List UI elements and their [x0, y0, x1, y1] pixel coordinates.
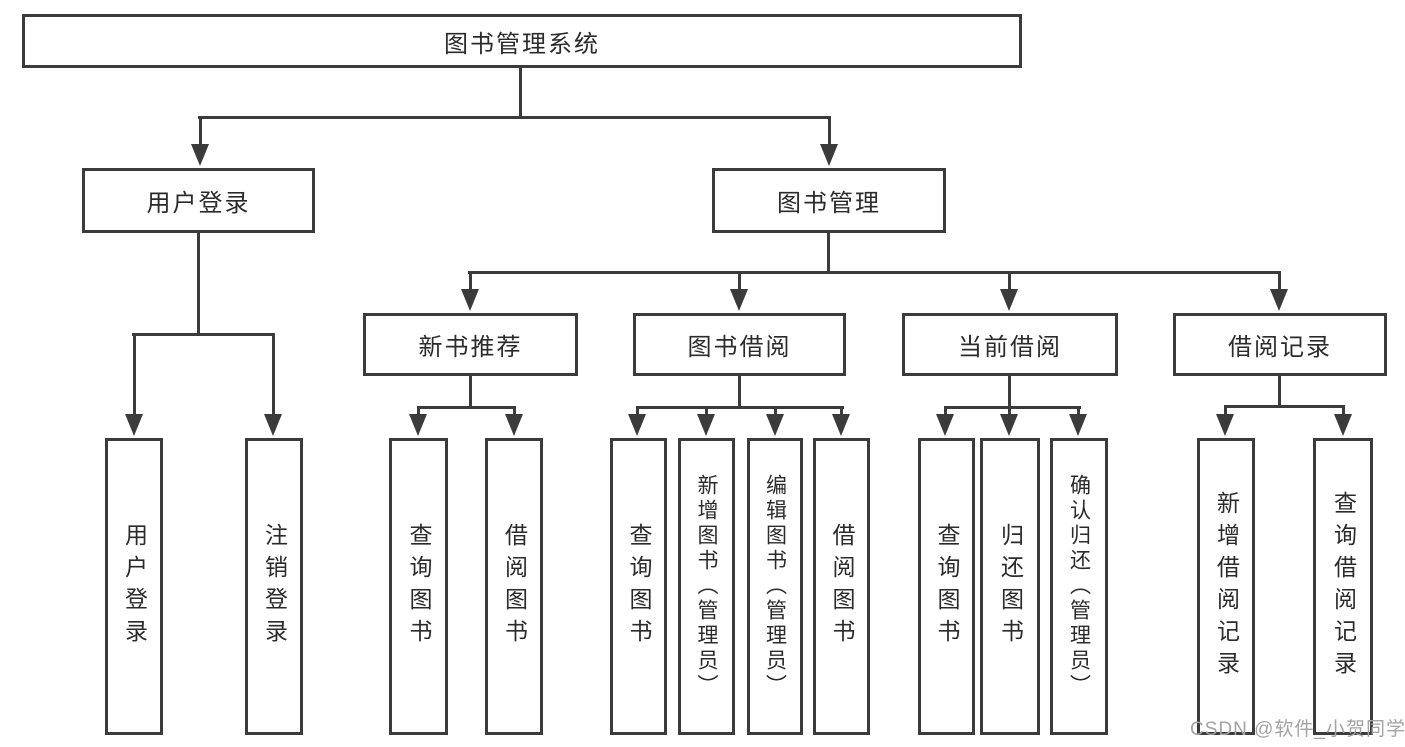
connector-leaf-drop — [636, 406, 639, 418]
leaf-borrow-books: 借阅图书 — [485, 438, 543, 735]
node-label: 注销登录 — [261, 522, 288, 651]
connector-book-mgmt-drop — [828, 116, 831, 144]
leaf-edit-books-admin: 编辑图书（管理员） — [747, 438, 803, 735]
node-new-book-recommend: 新书推荐 — [363, 313, 578, 376]
csdn-watermark: CSDN @软件_小贺同学 — [1190, 719, 1405, 740]
connector-current-borrow-drop — [1008, 271, 1011, 291]
leaf-add-borrow-record: 新增借阅记录 — [1197, 438, 1255, 735]
node-label: 查询图书 — [626, 522, 652, 651]
node-user-login: 用户登录 — [82, 168, 315, 233]
node-label: 查询图书 — [406, 522, 432, 651]
arrow-down-icon — [936, 414, 954, 436]
node-label: 借阅图书 — [829, 522, 855, 651]
node-current-borrow: 当前借阅 — [902, 313, 1118, 376]
connector-book-borrow-drop — [738, 271, 741, 291]
leaf-borrow-books: 借阅图书 — [813, 438, 870, 735]
arrow-down-icon — [1270, 289, 1288, 311]
connector-new-book-rec-bar — [417, 406, 516, 409]
arrow-down-icon — [1216, 414, 1234, 436]
node-label: 新增借阅记录 — [1213, 490, 1240, 683]
arrow-down-icon — [264, 414, 282, 436]
node-book-borrow: 图书借阅 — [633, 313, 846, 376]
connector-leaf-drop — [1224, 405, 1227, 418]
leaf-return-books: 归还图书 — [980, 438, 1040, 735]
node-label: 用户登录 — [121, 522, 148, 651]
node-label: 当前借阅 — [958, 334, 1062, 361]
connector-current-borrow-bar — [944, 406, 1081, 409]
leaf-query-books: 查询图书 — [918, 438, 975, 735]
connector-leaf-user-login-drop — [133, 333, 136, 416]
arrow-down-icon — [766, 414, 784, 436]
arrow-down-icon — [1334, 414, 1352, 436]
arrow-down-icon — [820, 144, 838, 166]
arrow-down-icon — [832, 414, 850, 436]
connector-user-login-bar — [132, 333, 275, 336]
arrow-down-icon — [697, 414, 715, 436]
arrow-down-icon — [1000, 414, 1018, 436]
arrow-down-icon — [730, 289, 748, 311]
node-label: 借阅图书 — [501, 522, 528, 651]
node-label: 编辑图书（管理员） — [763, 474, 787, 699]
connector-borrow-records-stem — [1278, 375, 1281, 408]
node-label: 查询借阅记录 — [1330, 490, 1357, 683]
connector-user-login-drop — [199, 116, 202, 144]
connector-leaf-drop — [1008, 406, 1011, 418]
arrow-down-icon — [409, 414, 427, 436]
arrow-down-icon — [191, 144, 209, 166]
node-label: 新书推荐 — [418, 334, 523, 361]
arrow-down-icon — [1000, 289, 1018, 311]
connector-new-book-rec-drop — [469, 271, 472, 291]
connector-current-borrow-stem — [1008, 375, 1011, 409]
node-label: 用户登录 — [146, 190, 251, 217]
connector-leaf-drop — [774, 406, 777, 418]
node-book-management: 图书管理 — [712, 168, 946, 233]
connector-leaf-drop — [417, 406, 420, 418]
arrow-down-icon — [461, 289, 479, 311]
connector-leaf-logout-drop — [272, 333, 275, 416]
connector-leaf-drop — [840, 406, 843, 418]
leaf-confirm-return-admin: 确认归还（管理员） — [1050, 438, 1108, 735]
connector-borrow-records-bar — [1224, 405, 1345, 408]
leaf-logout: 注销登录 — [245, 438, 303, 735]
connector-user-login-stem — [197, 232, 200, 336]
connector-root-stem — [519, 68, 522, 119]
leaf-query-books: 查询图书 — [389, 438, 448, 735]
connector-borrow-records-drop — [1278, 271, 1281, 291]
leaf-query-books: 查询图书 — [610, 438, 667, 735]
node-label: 新增图书（管理员） — [695, 474, 718, 699]
leaf-add-books-admin: 新增图书（管理员） — [678, 438, 735, 735]
arrow-down-icon — [628, 414, 646, 436]
node-label: 图书管理 — [777, 190, 881, 217]
connector-new-book-rec-stem — [469, 375, 472, 409]
node-borrow-records: 借阅记录 — [1173, 313, 1387, 376]
arrow-down-icon — [505, 414, 523, 436]
connector-root-bar — [198, 116, 831, 119]
connector-book-mgmt-stem — [827, 232, 830, 274]
node-label: 查询图书 — [934, 522, 960, 651]
node-label: 归还图书 — [997, 522, 1024, 651]
connector-leaf-drop — [1342, 405, 1345, 418]
node-root-system: 图书管理系统 — [22, 14, 1022, 68]
connector-book-mgmt-bar — [468, 271, 1281, 274]
connector-book-borrow-stem — [738, 375, 741, 409]
connector-leaf-drop — [513, 406, 516, 418]
arrow-down-icon — [1069, 414, 1087, 436]
arrow-down-icon — [125, 414, 143, 436]
connector-leaf-drop — [1077, 406, 1080, 418]
node-label: 确认归还（管理员） — [1067, 474, 1091, 699]
leaf-user-login: 用户登录 — [105, 438, 163, 735]
node-label: 图书借阅 — [687, 334, 792, 361]
connector-leaf-drop — [705, 406, 708, 418]
connector-leaf-drop — [944, 406, 947, 418]
node-label: 借阅记录 — [1228, 334, 1332, 361]
node-label: 图书管理系统 — [444, 30, 600, 58]
connector-book-borrow-bar — [636, 406, 844, 409]
leaf-query-borrow-record: 查询借阅记录 — [1313, 438, 1373, 735]
